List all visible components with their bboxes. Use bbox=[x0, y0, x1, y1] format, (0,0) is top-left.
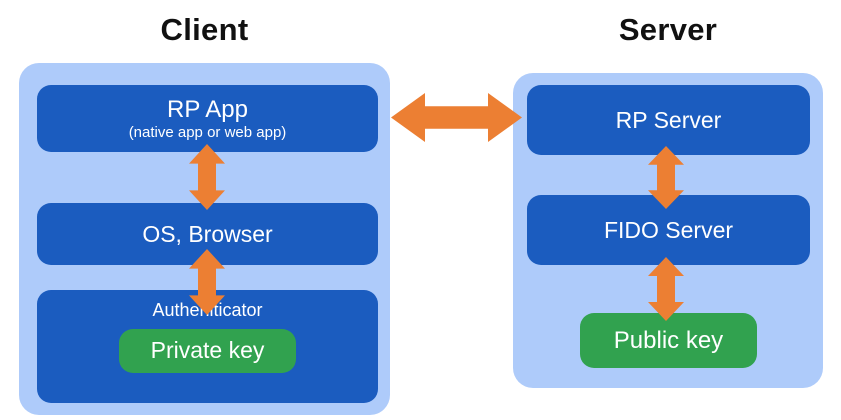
fido-server-box: FIDO Server bbox=[527, 195, 810, 265]
rp-app-label: RP App bbox=[167, 95, 248, 123]
osbrowser-authenticator-double-arrow-icon bbox=[189, 249, 225, 315]
public-key-label: Public key bbox=[613, 326, 724, 354]
rp-app-box: RP App (native app or web app) bbox=[37, 85, 378, 152]
fido-server-label: FIDO Server bbox=[603, 216, 734, 243]
rp-server-label: RP Server bbox=[615, 106, 722, 133]
rpserver-fidoserver-double-arrow-icon bbox=[648, 146, 684, 209]
rp-server-box: RP Server bbox=[527, 85, 810, 155]
private-key-label: Private key bbox=[150, 337, 265, 364]
private-key-box: Private key bbox=[119, 328, 296, 373]
fidoserver-publickey-double-arrow-icon bbox=[648, 257, 684, 321]
rpapp-osbrowser-double-arrow-icon bbox=[189, 144, 225, 210]
rp-app-sublabel: (native app or web app) bbox=[128, 124, 287, 142]
server-title: Server bbox=[618, 12, 718, 47]
client-server-double-arrow-icon bbox=[391, 93, 522, 142]
os-browser-label: OS, Browser bbox=[142, 220, 273, 247]
authenticator-box: Autheniticator Private key bbox=[37, 290, 378, 403]
client-title: Client bbox=[160, 12, 249, 47]
client-panel: RP App (native app or web app) OS, Brows… bbox=[19, 63, 390, 415]
server-panel: RP Server FIDO Server Public key bbox=[513, 73, 823, 388]
public-key-box: Public key bbox=[580, 313, 757, 368]
